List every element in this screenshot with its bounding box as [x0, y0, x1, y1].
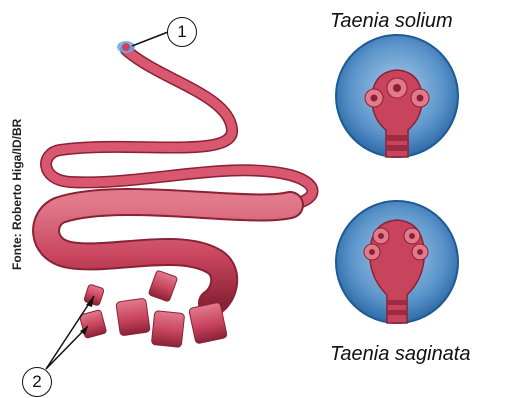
- tapeworm-body: [46, 50, 312, 303]
- detached-proglottids: [79, 270, 227, 347]
- taenia-saginata-label: Taenia saginata: [330, 343, 471, 366]
- marker-2-pointer-b: [46, 326, 88, 369]
- marker-1: 1: [167, 17, 197, 47]
- image-credit: Fonte: Roberto Higa/ID/BR: [10, 119, 24, 270]
- scolex-head: [117, 41, 135, 53]
- marker-1-pointer: [132, 32, 168, 46]
- taenia-solium-label: Taenia solium: [330, 10, 453, 33]
- taenia-solium-illustration: [336, 35, 458, 157]
- taenia-saginata-illustration: [336, 201, 458, 323]
- marker-2: 2: [22, 367, 52, 397]
